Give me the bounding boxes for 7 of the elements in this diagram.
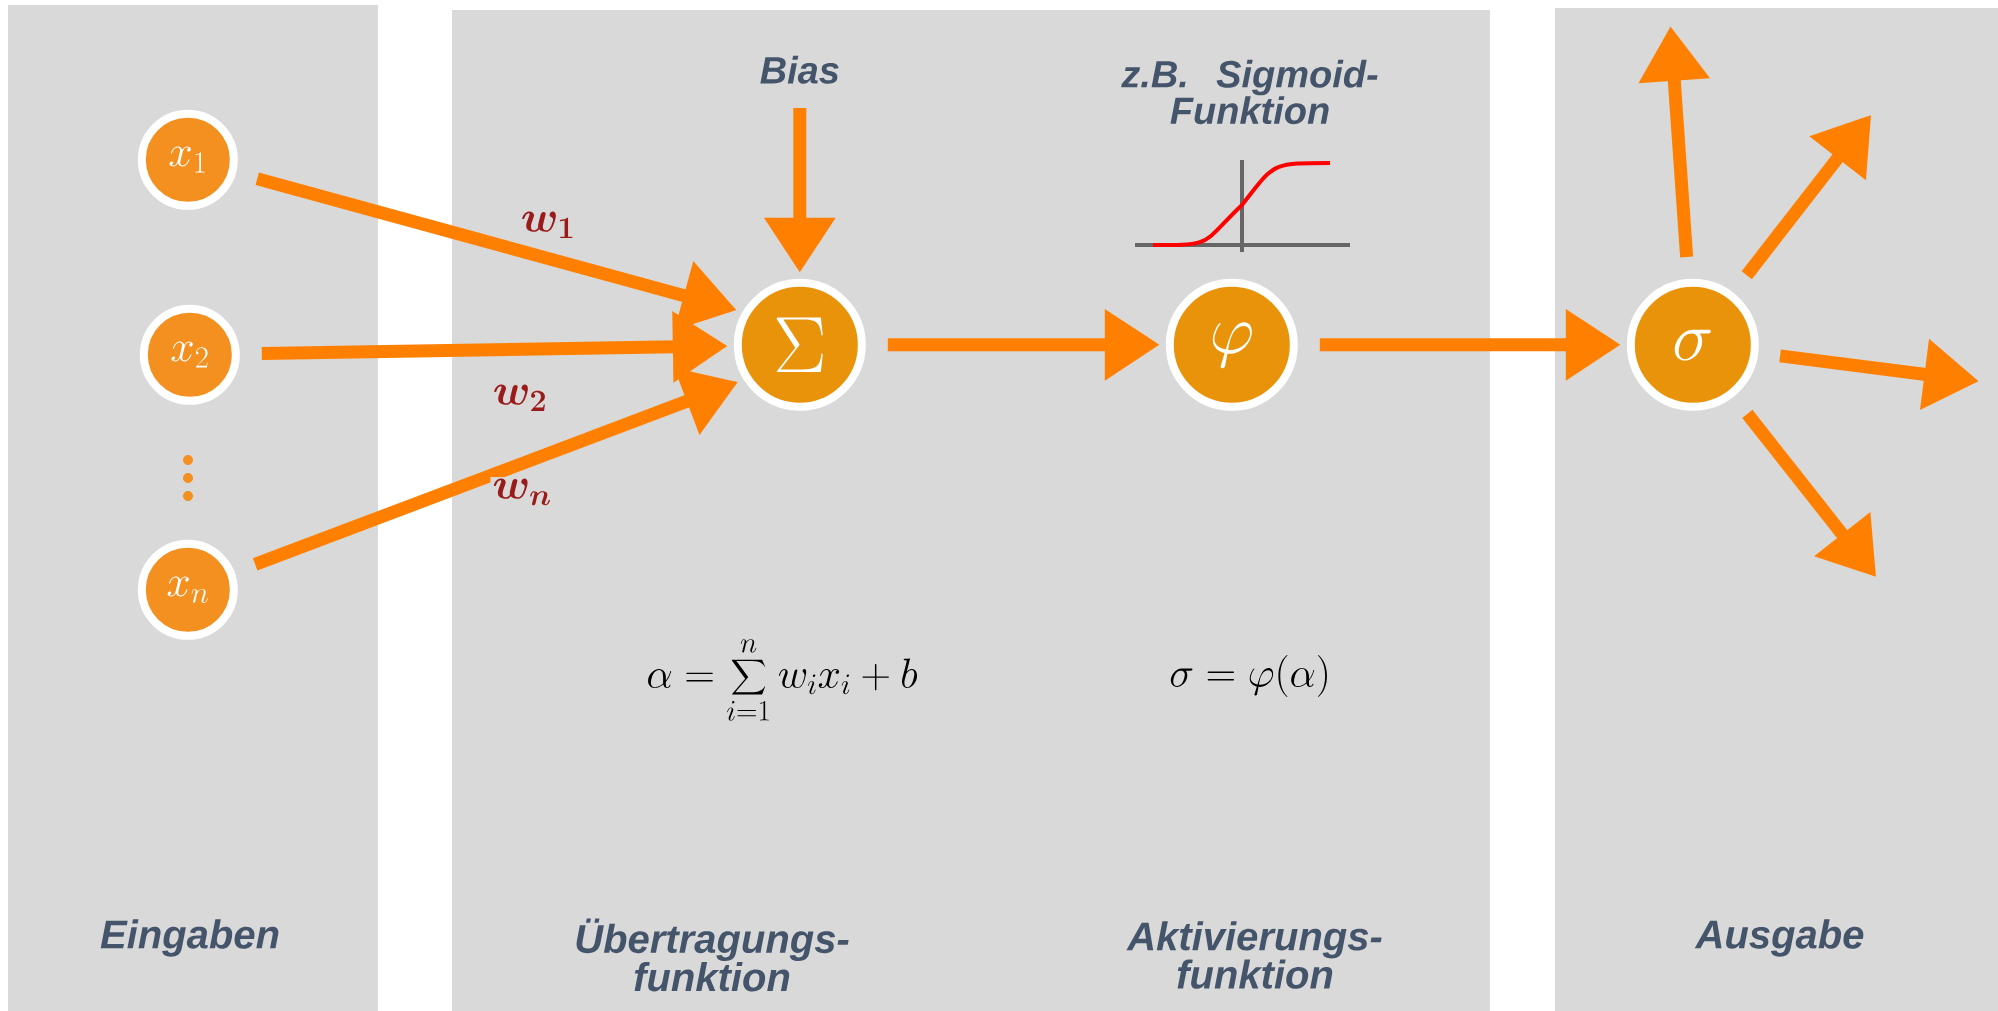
bias-label: Bias <box>760 55 839 84</box>
weight-label: $w_2$ <box>490 382 550 414</box>
weight-label: $w_1$ <box>518 209 578 241</box>
caption-text: z.B. Sigmoid- Funktion <box>1121 59 1378 125</box>
weight-label: $w_n$ <box>490 476 554 508</box>
formula: $\alpha = \sum_{i=1}^{n} w_i x_i + b$ <box>648 639 918 721</box>
formula: $\sigma = \varphi(\alpha)$ <box>1170 655 1327 697</box>
